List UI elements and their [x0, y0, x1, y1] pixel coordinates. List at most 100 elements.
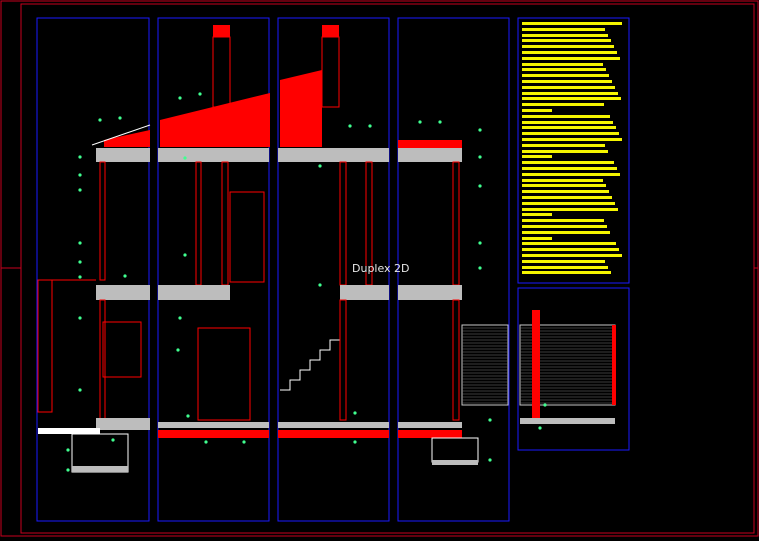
slab-4-upper [398, 148, 462, 162]
section-1 [37, 124, 151, 473]
detail-panel [519, 310, 616, 424]
roof-line-1 [91, 124, 151, 146]
notes-row [522, 62, 603, 66]
section-4 [398, 140, 509, 465]
dimension-marker [478, 266, 482, 270]
footing-1 [72, 466, 128, 472]
wall-2-a [195, 161, 202, 286]
stair-3 [280, 339, 340, 391]
notes-row [522, 259, 605, 263]
notes-row [522, 213, 552, 217]
notes-row [522, 27, 605, 31]
footing-4 [431, 437, 479, 463]
slab-2-ground [158, 422, 269, 428]
notes-row [522, 236, 552, 240]
dimension-marker [111, 438, 115, 442]
slab-3-upper [278, 148, 389, 162]
slab-3-ground [278, 422, 389, 428]
dimension-marker [368, 124, 372, 128]
notes-row [522, 143, 605, 147]
dimension-markers [66, 92, 547, 472]
wall-3-a [339, 161, 347, 286]
dimension-marker [418, 120, 422, 124]
step-1 [38, 428, 100, 434]
notes-row [522, 109, 552, 112]
foundation-2 [158, 430, 269, 438]
notes-row [522, 97, 621, 101]
wall-1-upper [99, 161, 106, 281]
dimension-marker [66, 448, 70, 452]
dimension-marker [538, 426, 542, 430]
dimension-marker [204, 440, 208, 444]
dimension-marker [543, 403, 547, 407]
hatch-panel-4 [461, 324, 509, 406]
section-2 [158, 25, 270, 438]
dimension-marker [198, 92, 202, 96]
dimension-marker [78, 173, 82, 177]
chimney-cap-2 [213, 25, 230, 37]
foundation-4 [398, 430, 462, 438]
slab-4-ground [398, 422, 462, 428]
viewport-section-2 [157, 17, 270, 522]
notes-row [522, 196, 612, 199]
notes-row [522, 45, 614, 49]
notes-row [522, 91, 618, 95]
roof-3 [280, 70, 322, 147]
dimension-marker [78, 388, 82, 392]
dimension-marker [176, 348, 180, 352]
dimension-marker [186, 414, 190, 418]
slab-2-mid [158, 285, 230, 300]
notes-row [522, 201, 615, 205]
notes-row [522, 80, 612, 83]
dimension-marker [66, 468, 70, 472]
dimension-marker [318, 164, 322, 168]
chimney-cap-3 [322, 25, 339, 37]
slab-3-mid [340, 285, 389, 300]
dimension-marker [488, 418, 492, 422]
notes-row [522, 39, 611, 43]
detail-column [532, 310, 540, 420]
wall-4-upper [452, 161, 460, 286]
dimension-marker [353, 440, 357, 444]
chimney-2 [212, 36, 231, 108]
dimension-marker [488, 458, 492, 462]
dimension-marker [183, 156, 187, 160]
notes-row [522, 265, 608, 269]
dimension-marker [78, 241, 82, 245]
notes-row [522, 74, 609, 78]
hatch-lines-4 [462, 327, 508, 404]
wall-3-lower [339, 299, 347, 421]
notes-row [522, 103, 604, 107]
dimension-marker [178, 96, 182, 100]
neighbour-wall-1 [37, 279, 53, 413]
slab-1-mid [96, 285, 150, 300]
notes-row [522, 126, 616, 130]
dimension-marker [478, 184, 482, 188]
window-1 [102, 321, 142, 378]
notes-row [522, 225, 607, 228]
dimension-marker [98, 118, 102, 122]
notes-row [522, 190, 609, 194]
dimension-marker [318, 283, 322, 287]
notes-row [522, 167, 617, 170]
notes-row [522, 161, 614, 165]
section-3 [278, 25, 389, 438]
viewport-section-1 [36, 17, 150, 522]
notes-row [522, 85, 615, 89]
drawing-title: Duplex 2D [352, 262, 410, 275]
slab-4-mid [398, 285, 462, 300]
dimension-marker [242, 440, 246, 444]
roof-2 [160, 93, 270, 147]
parapet-4 [398, 140, 462, 148]
detail-slab [520, 418, 615, 424]
notes-row [522, 172, 620, 176]
slab-1-ground [96, 418, 150, 430]
dimension-marker [123, 274, 127, 278]
notes-row [522, 230, 610, 234]
door-2 [197, 327, 251, 421]
notes-row [522, 178, 603, 182]
foundation-3 [278, 430, 389, 438]
dimension-marker [78, 275, 82, 279]
dimension-marker [353, 411, 357, 415]
